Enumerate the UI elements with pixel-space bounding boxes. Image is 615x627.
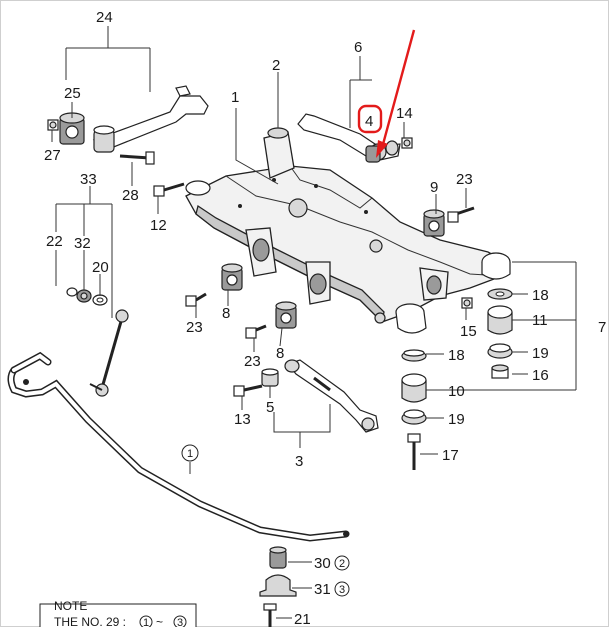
label-17: 17	[442, 447, 459, 464]
bushing-9[interactable]	[423, 209, 445, 237]
label-24: 24	[96, 9, 113, 26]
label-21: 21	[294, 611, 311, 627]
bolt-13[interactable]	[233, 384, 263, 397]
note-circle-1-ring	[139, 615, 153, 627]
circled-callouts: 1 2 3	[181, 444, 350, 597]
nut-27[interactable]	[47, 119, 59, 131]
label-8-lower: 8	[276, 345, 284, 362]
stopper-19-right[interactable]	[487, 343, 513, 359]
bolt-12[interactable]	[153, 182, 185, 197]
label-16: 16	[532, 367, 549, 384]
circle-2-label: 2	[339, 558, 345, 570]
stopper-18-right[interactable]	[487, 288, 513, 300]
label-18-left: 18	[448, 347, 465, 364]
nut-22[interactable]	[66, 287, 78, 297]
nut-15[interactable]	[461, 297, 473, 309]
bolt-23-upper[interactable]	[447, 206, 475, 223]
stabilizer-bar-1[interactable]	[7, 351, 350, 542]
label-9: 9	[430, 179, 438, 196]
label-23-top: 23	[456, 171, 473, 188]
upper-arm-4[interactable]	[297, 113, 401, 163]
label-20: 20	[92, 259, 109, 276]
label-8-upper: 8	[222, 305, 230, 322]
highlight-circle	[357, 104, 383, 134]
label-23-mid: 23	[244, 353, 261, 370]
label-3: 3	[295, 453, 303, 470]
bolt-23-mid[interactable]	[245, 324, 267, 339]
bolt-17[interactable]	[407, 433, 421, 470]
lower-arm-3[interactable]	[284, 359, 379, 433]
callout-labels: 24 25 27 28 12 2 1 6 4 14 9 23 33 22 32 …	[44, 9, 606, 627]
bushing-8-lower[interactable]	[275, 301, 297, 329]
stopper-19-left[interactable]	[401, 409, 427, 425]
label-32: 32	[74, 235, 91, 252]
circle-1-ring	[181, 444, 199, 462]
label-28: 28	[122, 187, 139, 204]
label-22: 22	[46, 233, 63, 250]
label-2: 2	[272, 57, 280, 74]
label-1: 1	[231, 89, 239, 106]
circle-1-label: 1	[187, 448, 193, 460]
bracket-31[interactable]	[259, 574, 297, 597]
label-14: 14	[396, 105, 413, 122]
bushing-30[interactable]	[269, 546, 287, 569]
nut-16[interactable]	[491, 364, 509, 379]
label-25: 25	[64, 85, 81, 102]
bushing-11[interactable]	[487, 305, 513, 335]
note-circle-3-label: 3	[177, 617, 183, 627]
note-title: NOTE	[54, 599, 87, 613]
label-31: 31	[314, 581, 331, 598]
note-line1-mid: ~	[156, 615, 163, 627]
stabilizer-link-33[interactable]	[89, 309, 129, 397]
label-30: 30	[314, 555, 331, 572]
note-circle-3-ring	[173, 615, 187, 627]
leader-lines	[51, 26, 577, 619]
label-7: 7	[598, 319, 606, 336]
label-19-left: 19	[448, 411, 465, 428]
washer-20[interactable]	[92, 294, 108, 306]
label-19-right: 19	[532, 345, 549, 362]
circle-2-ring	[334, 555, 350, 571]
bushing-8-upper[interactable]	[221, 263, 243, 291]
note-circle-1-label: 1	[143, 617, 149, 627]
note-box: NOTE THE NO. 29 : 1 ~ 3	[39, 599, 197, 627]
note-line1-prefix: THE NO. 29 :	[54, 615, 126, 627]
label-10: 10	[448, 383, 465, 400]
bolt-23-left[interactable]	[185, 292, 207, 307]
label-15: 15	[460, 323, 477, 340]
label-6: 6	[354, 39, 362, 56]
label-27: 27	[44, 147, 61, 164]
subframe-crossmember[interactable]	[185, 127, 511, 334]
bolt-28[interactable]	[119, 151, 155, 165]
circle-3-ring	[334, 581, 350, 597]
label-23-left: 23	[186, 319, 203, 336]
label-12: 12	[150, 217, 167, 234]
nut-14[interactable]	[401, 137, 413, 149]
upper-arm-assembly-24[interactable]	[92, 85, 209, 153]
label-18-right: 18	[532, 287, 549, 304]
label-33: 33	[80, 171, 97, 188]
label-5: 5	[266, 399, 274, 416]
bushing-32[interactable]	[76, 289, 92, 303]
label-4: 4	[365, 113, 373, 130]
highlight-arrow-head	[376, 140, 388, 158]
label-11: 11	[532, 312, 548, 329]
bolt-21[interactable]	[263, 603, 277, 627]
bushing-10[interactable]	[401, 373, 427, 403]
label-13: 13	[234, 411, 251, 428]
highlight-arrow-shaft	[380, 29, 416, 149]
stopper-18-left[interactable]	[401, 349, 427, 362]
red-highlight-annotation	[357, 29, 416, 158]
circle-3-label: 3	[339, 584, 345, 596]
bushing-5[interactable]	[261, 368, 279, 387]
